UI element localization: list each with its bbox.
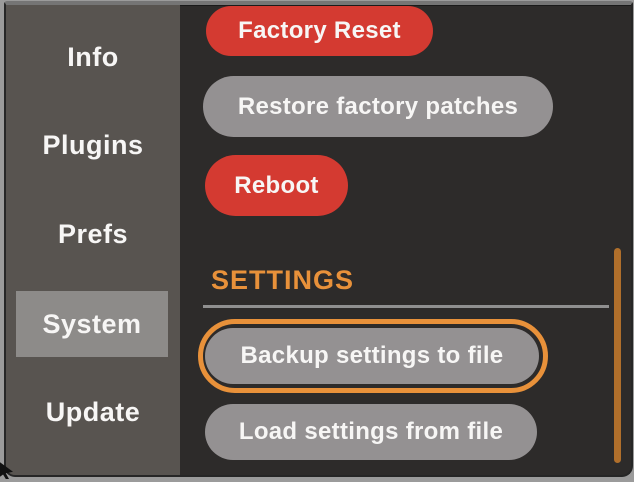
sidebar-item-system[interactable]: System	[16, 291, 168, 357]
sidebar-item-info[interactable]: Info	[67, 42, 119, 72]
restore-factory-patches-button[interactable]: Restore factory patches	[203, 76, 553, 137]
sidebar: Info Plugins Prefs System Update	[6, 5, 180, 475]
vertical-scrollbar-thumb[interactable]	[614, 248, 621, 463]
settings-window: Info Plugins Prefs System Update Factory…	[4, 1, 633, 477]
system-panel: Factory Reset Restore factory patches Re…	[180, 5, 631, 475]
settings-section-title: SETTINGS	[211, 265, 355, 295]
load-settings-button[interactable]: Load settings from file	[205, 404, 537, 460]
sidebar-item-prefs[interactable]: Prefs	[57, 219, 129, 249]
reboot-button[interactable]: Reboot	[205, 155, 348, 216]
sidebar-item-update[interactable]: Update	[45, 397, 141, 427]
settings-section-divider	[203, 305, 609, 308]
sidebar-item-plugins[interactable]: Plugins	[42, 130, 144, 160]
backup-settings-button[interactable]: Backup settings to file	[205, 328, 539, 384]
factory-reset-button[interactable]: Factory Reset	[206, 6, 433, 56]
